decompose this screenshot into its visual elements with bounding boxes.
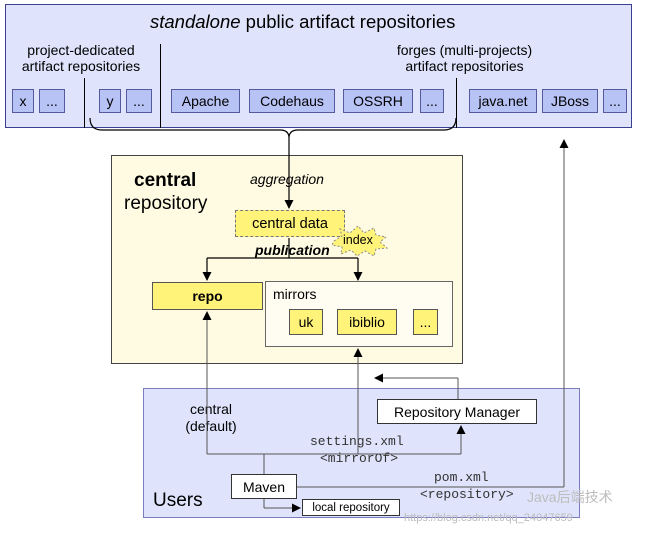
settings-xml-label: settings.xml	[310, 434, 404, 449]
watermark-brand: Java后端技术	[527, 489, 613, 505]
central-data-node: central data	[235, 210, 345, 237]
mirror-uk: uk	[289, 309, 323, 335]
mirrors-label: mirrors	[273, 286, 317, 302]
aggregation-label: aggregation	[250, 171, 324, 187]
repo-jboss: JBoss	[542, 89, 598, 113]
standalone-title: standalone public artifact repositories	[150, 11, 456, 32]
repo-ossrh: OSSRH	[343, 89, 413, 113]
repo-ellipsis: ...	[126, 89, 152, 113]
repo-ellipsis: ...	[420, 89, 444, 113]
watermark-url: https://blog.csdn.net/qq_24047659	[404, 512, 573, 524]
mirror-ibiblio: ibiblio	[337, 309, 397, 335]
divider	[456, 78, 457, 128]
repo-ellipsis: ...	[39, 89, 65, 113]
mirror-ellipsis: ...	[413, 309, 438, 335]
users-label: Users	[153, 490, 203, 511]
index-starburst	[331, 225, 389, 257]
mirror-of-label: <mirrorOf>	[320, 451, 399, 466]
pom-xml-label: pom.xml	[434, 470, 489, 485]
central-default-label: central (default)	[185, 401, 237, 434]
maven-node: Maven	[231, 474, 297, 499]
repo-apache: Apache	[171, 89, 240, 113]
repository-tag-label: <repository>	[420, 487, 514, 502]
repo-node: repo	[152, 282, 263, 310]
repo-codehaus: Codehaus	[249, 89, 335, 113]
repo-ellipsis: ...	[603, 89, 627, 113]
index-label: index	[343, 233, 373, 247]
repo-x: x	[12, 89, 34, 113]
project-dedicated-label: project-dedicated artifact repositories	[21, 42, 141, 74]
local-repository-node: local repository	[302, 499, 400, 516]
central-subtitle: repository	[124, 193, 208, 214]
central-title: central	[134, 170, 197, 191]
forges-label: forges (multi-projects) artifact reposit…	[396, 42, 533, 74]
repository-manager-node: Repository Manager	[377, 399, 537, 424]
repo-y: y	[99, 89, 121, 113]
divider	[84, 78, 85, 128]
divider	[160, 44, 161, 128]
brace-connector	[89, 117, 457, 139]
repo-java-net: java.net	[469, 89, 537, 113]
publication-label: publication	[255, 242, 330, 258]
